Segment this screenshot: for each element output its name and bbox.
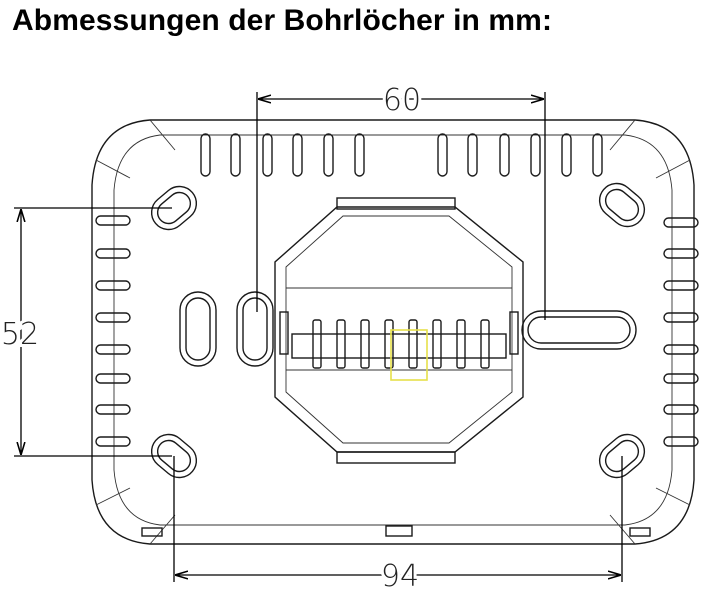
corner-mounting-holes: [150, 182, 646, 479]
terminal-block: [274, 197, 524, 464]
vertical-holes: [179, 291, 274, 367]
top-vent-slots: [200, 133, 603, 177]
highlight-marker: [390, 329, 428, 381]
dimension-left-label: 52: [1, 317, 39, 352]
dimension-top: [256, 92, 546, 320]
dimension-left: [14, 207, 172, 457]
dimension-top-label: 60: [383, 83, 421, 118]
dimension-bottom-label: 94: [381, 559, 419, 593]
left-vent-slots: [95, 215, 131, 447]
right-vent-slots: [663, 217, 699, 447]
horizontal-slot: [521, 310, 637, 350]
housing-inner: [113, 134, 673, 526]
bottom-clips: [141, 525, 651, 537]
page-title: Abmessungen der Bohrlöcher in mm:: [12, 4, 553, 37]
terminal-pins: [312, 319, 490, 369]
dimension-bottom: [173, 456, 623, 582]
